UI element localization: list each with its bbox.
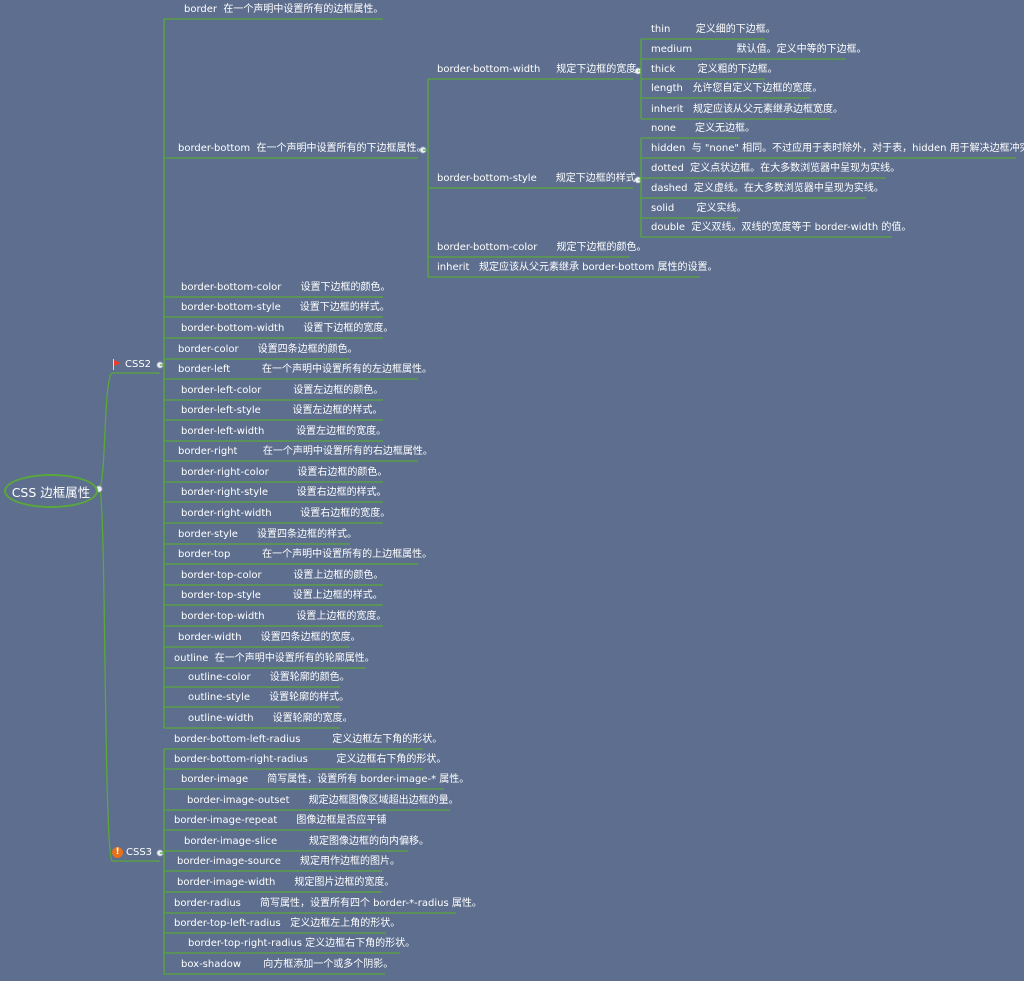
css2-item-node[interactable]: border-left-width 设置左边框的宽度。 bbox=[181, 426, 387, 437]
css3-item-node[interactable]: border-image-outset 规定边框图像区域超出边框的量。 bbox=[187, 795, 459, 806]
border-bottom-child-node[interactable]: border-bottom-color 规定下边框的颜色。 bbox=[437, 242, 647, 253]
css2-item-node[interactable]: border-width 设置四条边框的宽度。 bbox=[178, 632, 361, 643]
css2-item-node[interactable]: border-top-color 设置上边框的颜色。 bbox=[181, 570, 384, 581]
border-bottom-child-node[interactable]: border-bottom-style 规定下边框的样式。 bbox=[437, 173, 646, 184]
style-value-node[interactable]: none 定义无边框。 bbox=[651, 123, 756, 134]
root-label: CSS 边框属性 bbox=[11, 484, 91, 500]
css3-item-node[interactable]: border-bottom-left-radius 定义边框左下角的形状。 bbox=[174, 734, 443, 745]
style-value-node[interactable]: dashed 定义虚线。在大多数浏览器中呈现为实线。 bbox=[651, 183, 884, 194]
css2-item-node[interactable]: border-left 在一个声明中设置所有的左边框属性。 bbox=[178, 364, 432, 375]
root-node[interactable]: CSS 边框属性 bbox=[4, 474, 98, 508]
style-value-node[interactable]: dotted 定义点状边框。在大多数浏览器中呈现为实线。 bbox=[651, 163, 901, 174]
root-to-css3 bbox=[99, 488, 113, 862]
css3-item-node[interactable]: border-image-slice 规定图像边框的向内偏移。 bbox=[184, 836, 429, 847]
css3-item-node[interactable]: border-image-width 规定图片边框的宽度。 bbox=[177, 877, 395, 888]
css2-item-node[interactable]: border-bottom 在一个声明中设置所有的下边框属性。 bbox=[178, 143, 427, 154]
css2-item-node[interactable]: border-right 在一个声明中设置所有的右边框属性。 bbox=[178, 446, 433, 457]
css2-item-node[interactable]: border-bottom-color 设置下边框的颜色。 bbox=[181, 282, 391, 293]
css2-item-node[interactable]: border-left-color 设置左边框的颜色。 bbox=[181, 385, 384, 396]
width-value-node[interactable]: thick 定义粗的下边框。 bbox=[651, 64, 778, 75]
width-value-node[interactable]: medium 默认值。定义中等的下边框。 bbox=[651, 44, 867, 55]
css2-item-node[interactable]: border-bottom-style 设置下边框的样式。 bbox=[181, 302, 390, 313]
css2-item-node[interactable]: border-right-width 设置右边框的宽度。 bbox=[181, 508, 391, 519]
branch-css2[interactable]: CSS2 bbox=[112, 359, 151, 370]
css2-item-node[interactable]: outline-width 设置轮廓的宽度。 bbox=[188, 713, 353, 724]
css2-item-node[interactable]: outline-color 设置轮廓的颜色。 bbox=[188, 672, 350, 683]
style-value-node[interactable]: double 定义双线。双线的宽度等于 border-width 的值。 bbox=[651, 222, 912, 233]
css2-item-node[interactable]: border 在一个声明中设置所有的边框属性。 bbox=[184, 4, 384, 15]
css3-item-node[interactable]: border-image-source 规定用作边框的图片。 bbox=[177, 856, 401, 867]
css2-item-node[interactable]: border-left-style 设置左边框的样式。 bbox=[181, 405, 383, 416]
branch-css3-label: CSS3 bbox=[126, 847, 153, 858]
css3-item-node[interactable]: border-image 简写属性，设置所有 border-image-* 属性… bbox=[181, 774, 470, 785]
css3-item-node[interactable]: border-top-right-radius 定义边框右下角的形状。 bbox=[188, 938, 416, 949]
width-value-node[interactable]: thin 定义细的下边框。 bbox=[651, 24, 776, 35]
css2-item-node[interactable]: border-top-style 设置上边框的样式。 bbox=[181, 590, 383, 601]
css2-item-node[interactable]: outline-style 设置轮廓的样式。 bbox=[188, 692, 350, 703]
css2-item-node[interactable]: border-bottom-width 设置下边框的宽度。 bbox=[181, 323, 394, 334]
css2-item-node[interactable]: border-top 在一个声明中设置所有的上边框属性。 bbox=[178, 549, 433, 560]
css3-item-node[interactable]: border-radius 简写属性，设置所有四个 border-*-radiu… bbox=[174, 898, 482, 909]
branch-css2-label: CSS2 bbox=[125, 359, 152, 370]
css2-item-node[interactable]: border-style 设置四条边框的样式。 bbox=[178, 529, 358, 540]
root-to-css2 bbox=[99, 372, 113, 490]
border-bottom-child-node[interactable]: inherit 规定应该从父元素继承 border-bottom 属性的设置。 bbox=[437, 262, 718, 273]
width-value-node[interactable]: inherit 规定应该从父元素继承边框宽度。 bbox=[651, 104, 843, 115]
branch-css3[interactable]: ! CSS3 bbox=[112, 847, 152, 858]
red-flag-icon bbox=[112, 359, 122, 370]
css2-item-node[interactable]: border-color 设置四条边框的颜色。 bbox=[178, 344, 358, 355]
border-bottom-child-node[interactable]: border-bottom-width 规定下边框的宽度。 bbox=[437, 64, 647, 75]
css3-item-node[interactable]: box-shadow 向方框添加一个或多个阴影。 bbox=[181, 959, 394, 970]
css3-item-node[interactable]: border-bottom-right-radius 定义边框右下角的形状。 bbox=[174, 754, 447, 765]
warning-icon: ! bbox=[112, 847, 123, 858]
css3-item-node[interactable]: border-image-repeat 图像边框是否应平铺 bbox=[174, 815, 387, 826]
width-value-node[interactable]: length 允许您自定义下边框的宽度。 bbox=[651, 83, 823, 94]
css2-item-node[interactable]: border-right-color 设置右边框的颜色。 bbox=[181, 467, 388, 478]
css2-item-node[interactable]: border-right-style 设置右边框的样式。 bbox=[181, 487, 387, 498]
css2-item-node[interactable]: outline 在一个声明中设置所有的轮廓属性。 bbox=[174, 653, 375, 664]
css3-item-node[interactable]: border-top-left-radius 定义边框左上角的形状。 bbox=[174, 918, 401, 929]
style-value-node[interactable]: hidden 与 "none" 相同。不过应用于表时除外，对于表，hidden … bbox=[651, 143, 1024, 154]
css2-item-node[interactable]: border-top-width 设置上边框的宽度。 bbox=[181, 611, 387, 622]
style-value-node[interactable]: solid 定义实线。 bbox=[651, 203, 747, 214]
